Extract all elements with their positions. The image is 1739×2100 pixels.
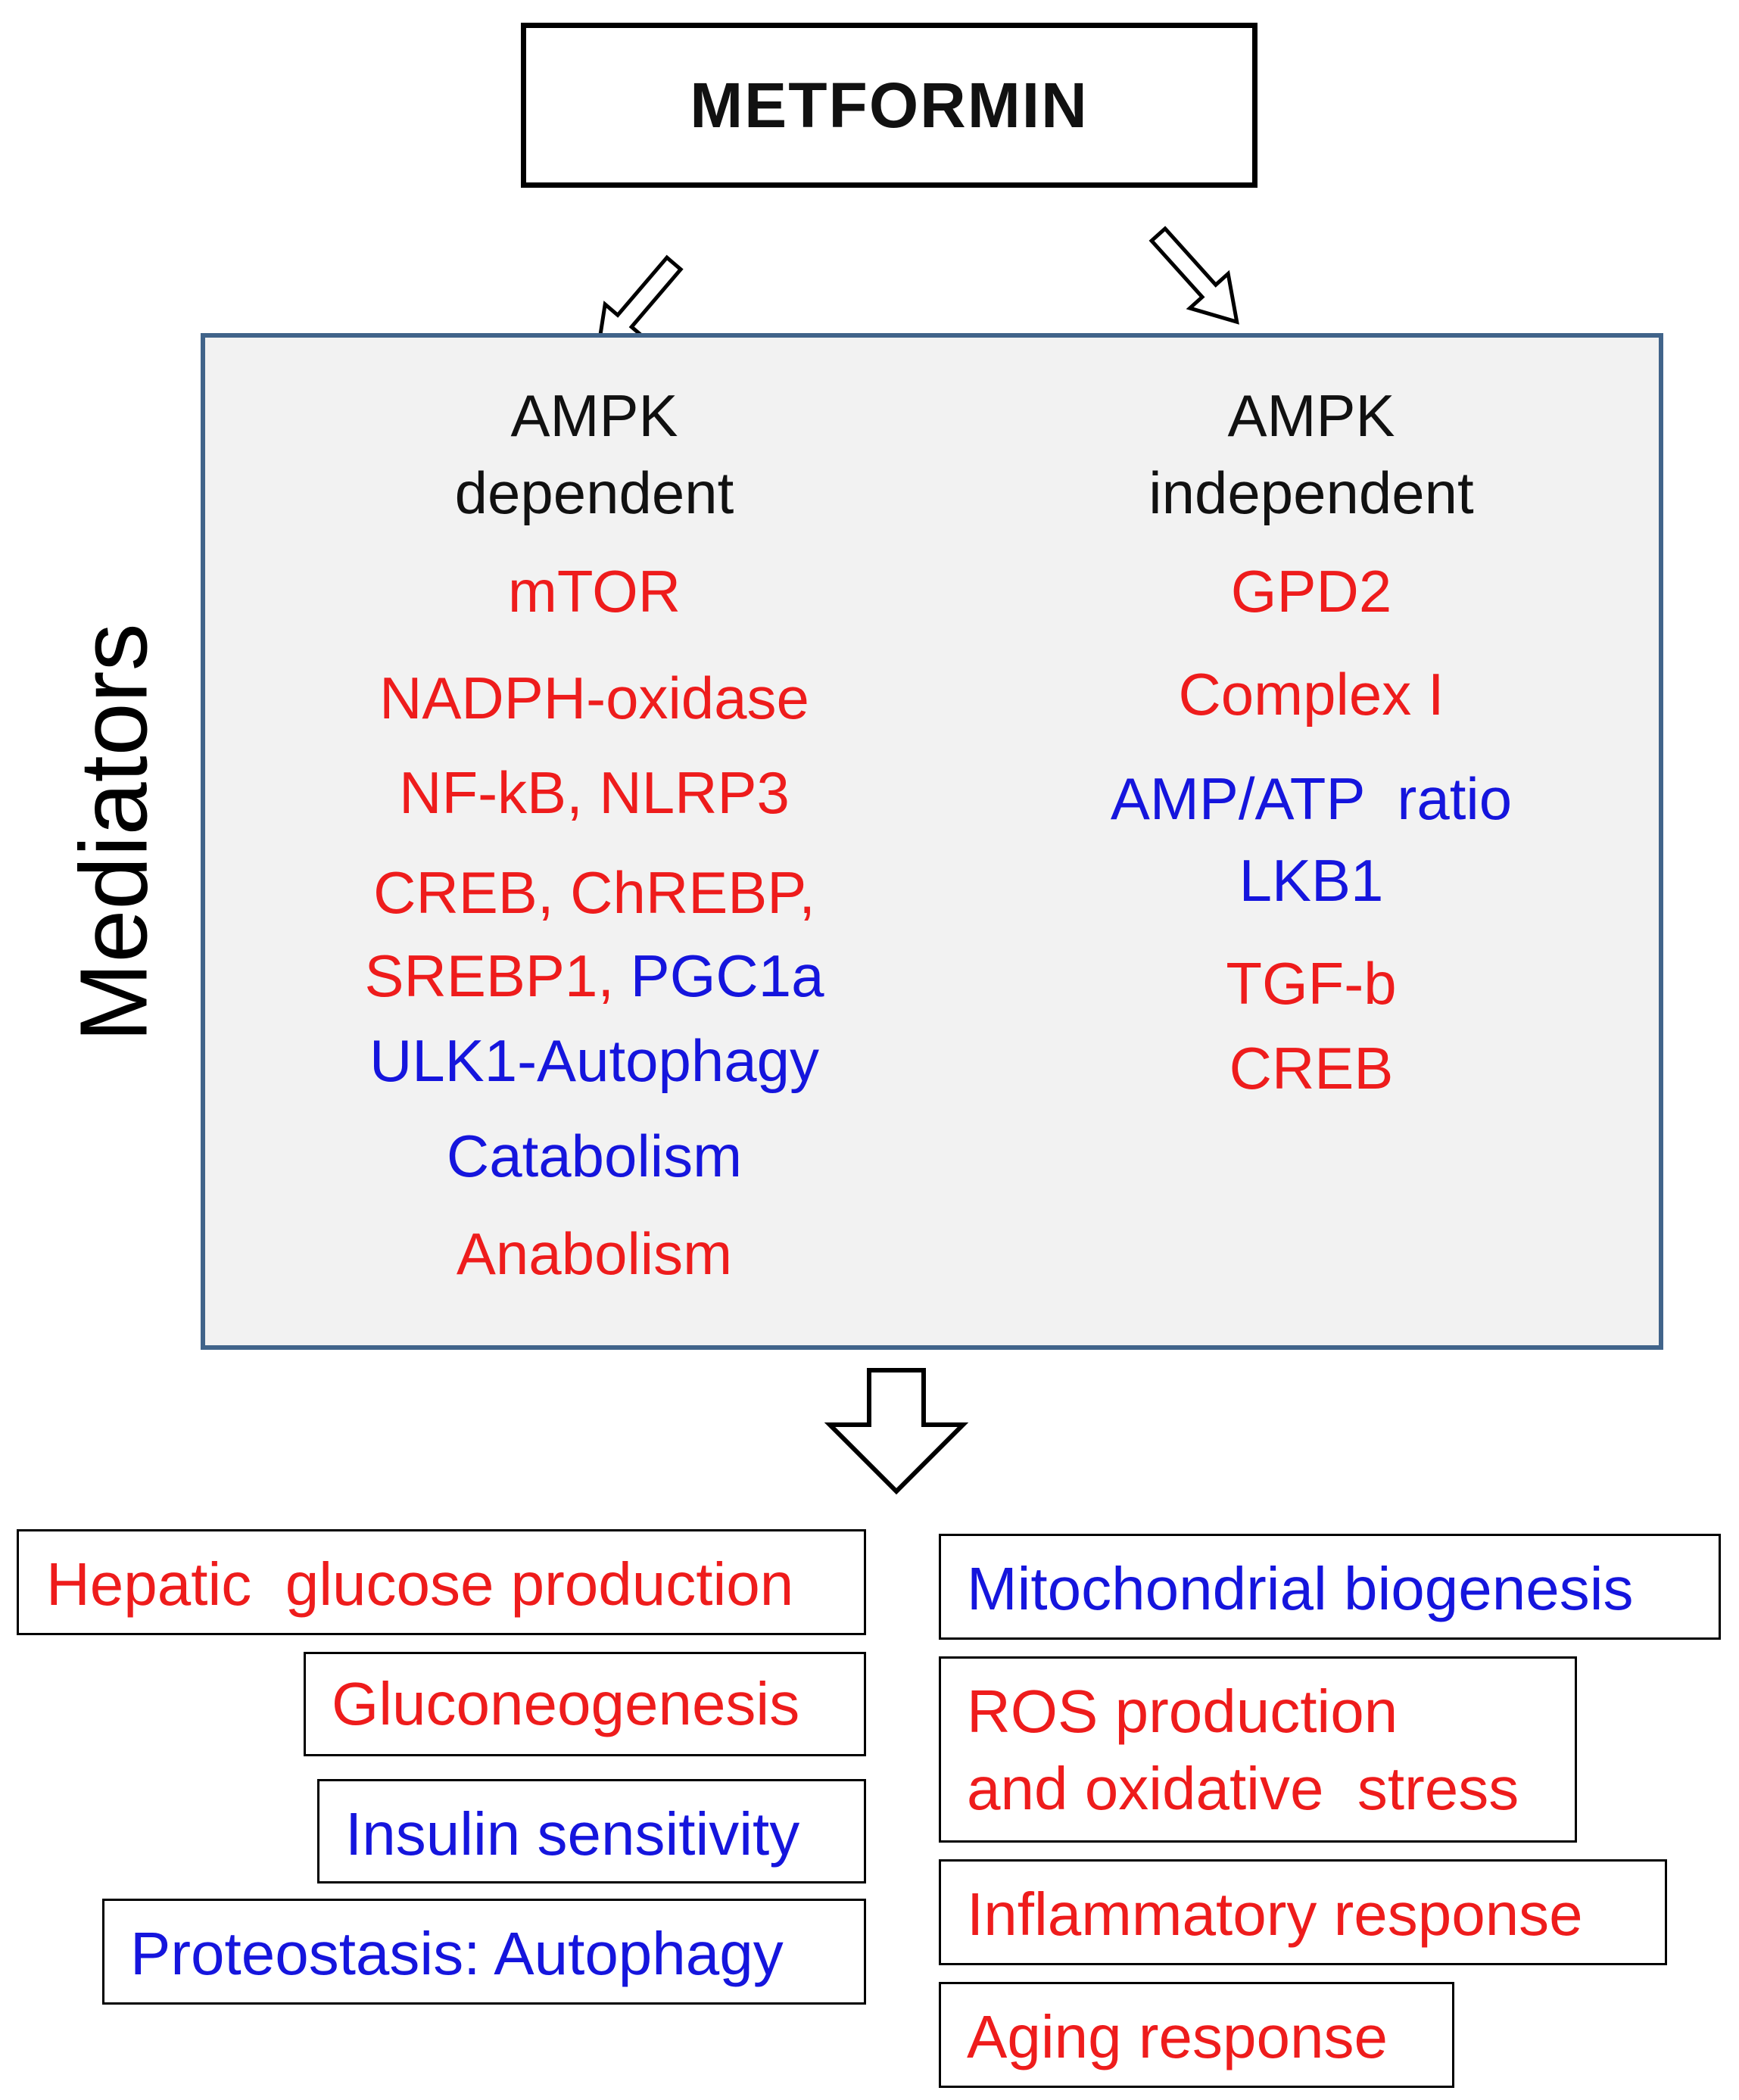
mediator-nadph-oxidase: NADPH-oxidase: [379, 665, 809, 731]
outcome-ros-production: ROS production and oxidative stress: [939, 1656, 1577, 1843]
mediator-tgf-b: TGF-b: [1226, 950, 1397, 1017]
mediator-creb-chrebp: CREB, ChREBP,: [373, 859, 815, 926]
outcome-insulin-sensitivity: Insulin sensitivity: [317, 1779, 866, 1883]
outcome-proteostasis-autophagy: Proteostasis: Autophagy: [102, 1899, 866, 2005]
mediators-label: Mediators: [60, 623, 167, 1042]
mediator-srebp1: SREBP1,: [364, 943, 614, 1009]
outcome-hepatic-glucose-production: Hepatic glucose production: [17, 1529, 866, 1635]
mediator-complex-i: Complex I: [1178, 661, 1444, 728]
mediator-ulk1-autophagy: ULK1-Autophagy: [369, 1027, 820, 1094]
outcome-aging-response: Aging response: [939, 1982, 1454, 2088]
right-heading-line2: independent: [1148, 460, 1474, 526]
mediator-srebp1-pgc1a: SREBP1, PGC1a: [254, 946, 935, 1005]
mediator-catabolism: Catabolism: [446, 1123, 743, 1189]
mediator-gpd2: GPD2: [1230, 558, 1392, 625]
mediator-mtor: mTOR: [507, 558, 681, 625]
outcome-gluconeogenesis: Gluconeogenesis: [304, 1652, 866, 1756]
outcome-mitochondrial-biogenesis: Mitochondrial biogenesis: [939, 1534, 1721, 1640]
left-heading-line1: AMPK: [510, 382, 678, 449]
title-box: METFORMIN: [521, 23, 1258, 188]
right-heading-line1: AMPK: [1227, 382, 1395, 449]
mediator-creb: CREB: [1229, 1035, 1394, 1101]
mediator-lkb1: LKB1: [1239, 847, 1384, 914]
right-diagonal-arrow-icon: [1148, 226, 1239, 325]
outcome-inflammatory-response: Inflammatory response: [939, 1859, 1667, 1965]
left-heading-line2: dependent: [454, 460, 734, 526]
title-text: METFORMIN: [690, 69, 1089, 141]
mediator-pgc1a: PGC1a: [630, 943, 824, 1009]
down-arrow-icon: [824, 1368, 969, 1495]
mediator-anabolism: Anabolism: [456, 1220, 733, 1287]
mediators-box: [201, 333, 1663, 1350]
mediator-nfkb-nlrp3: NF-kB, NLRP3: [399, 759, 790, 826]
mediator-amp-atp-ratio: AMP/ATP ratio: [1110, 765, 1513, 832]
